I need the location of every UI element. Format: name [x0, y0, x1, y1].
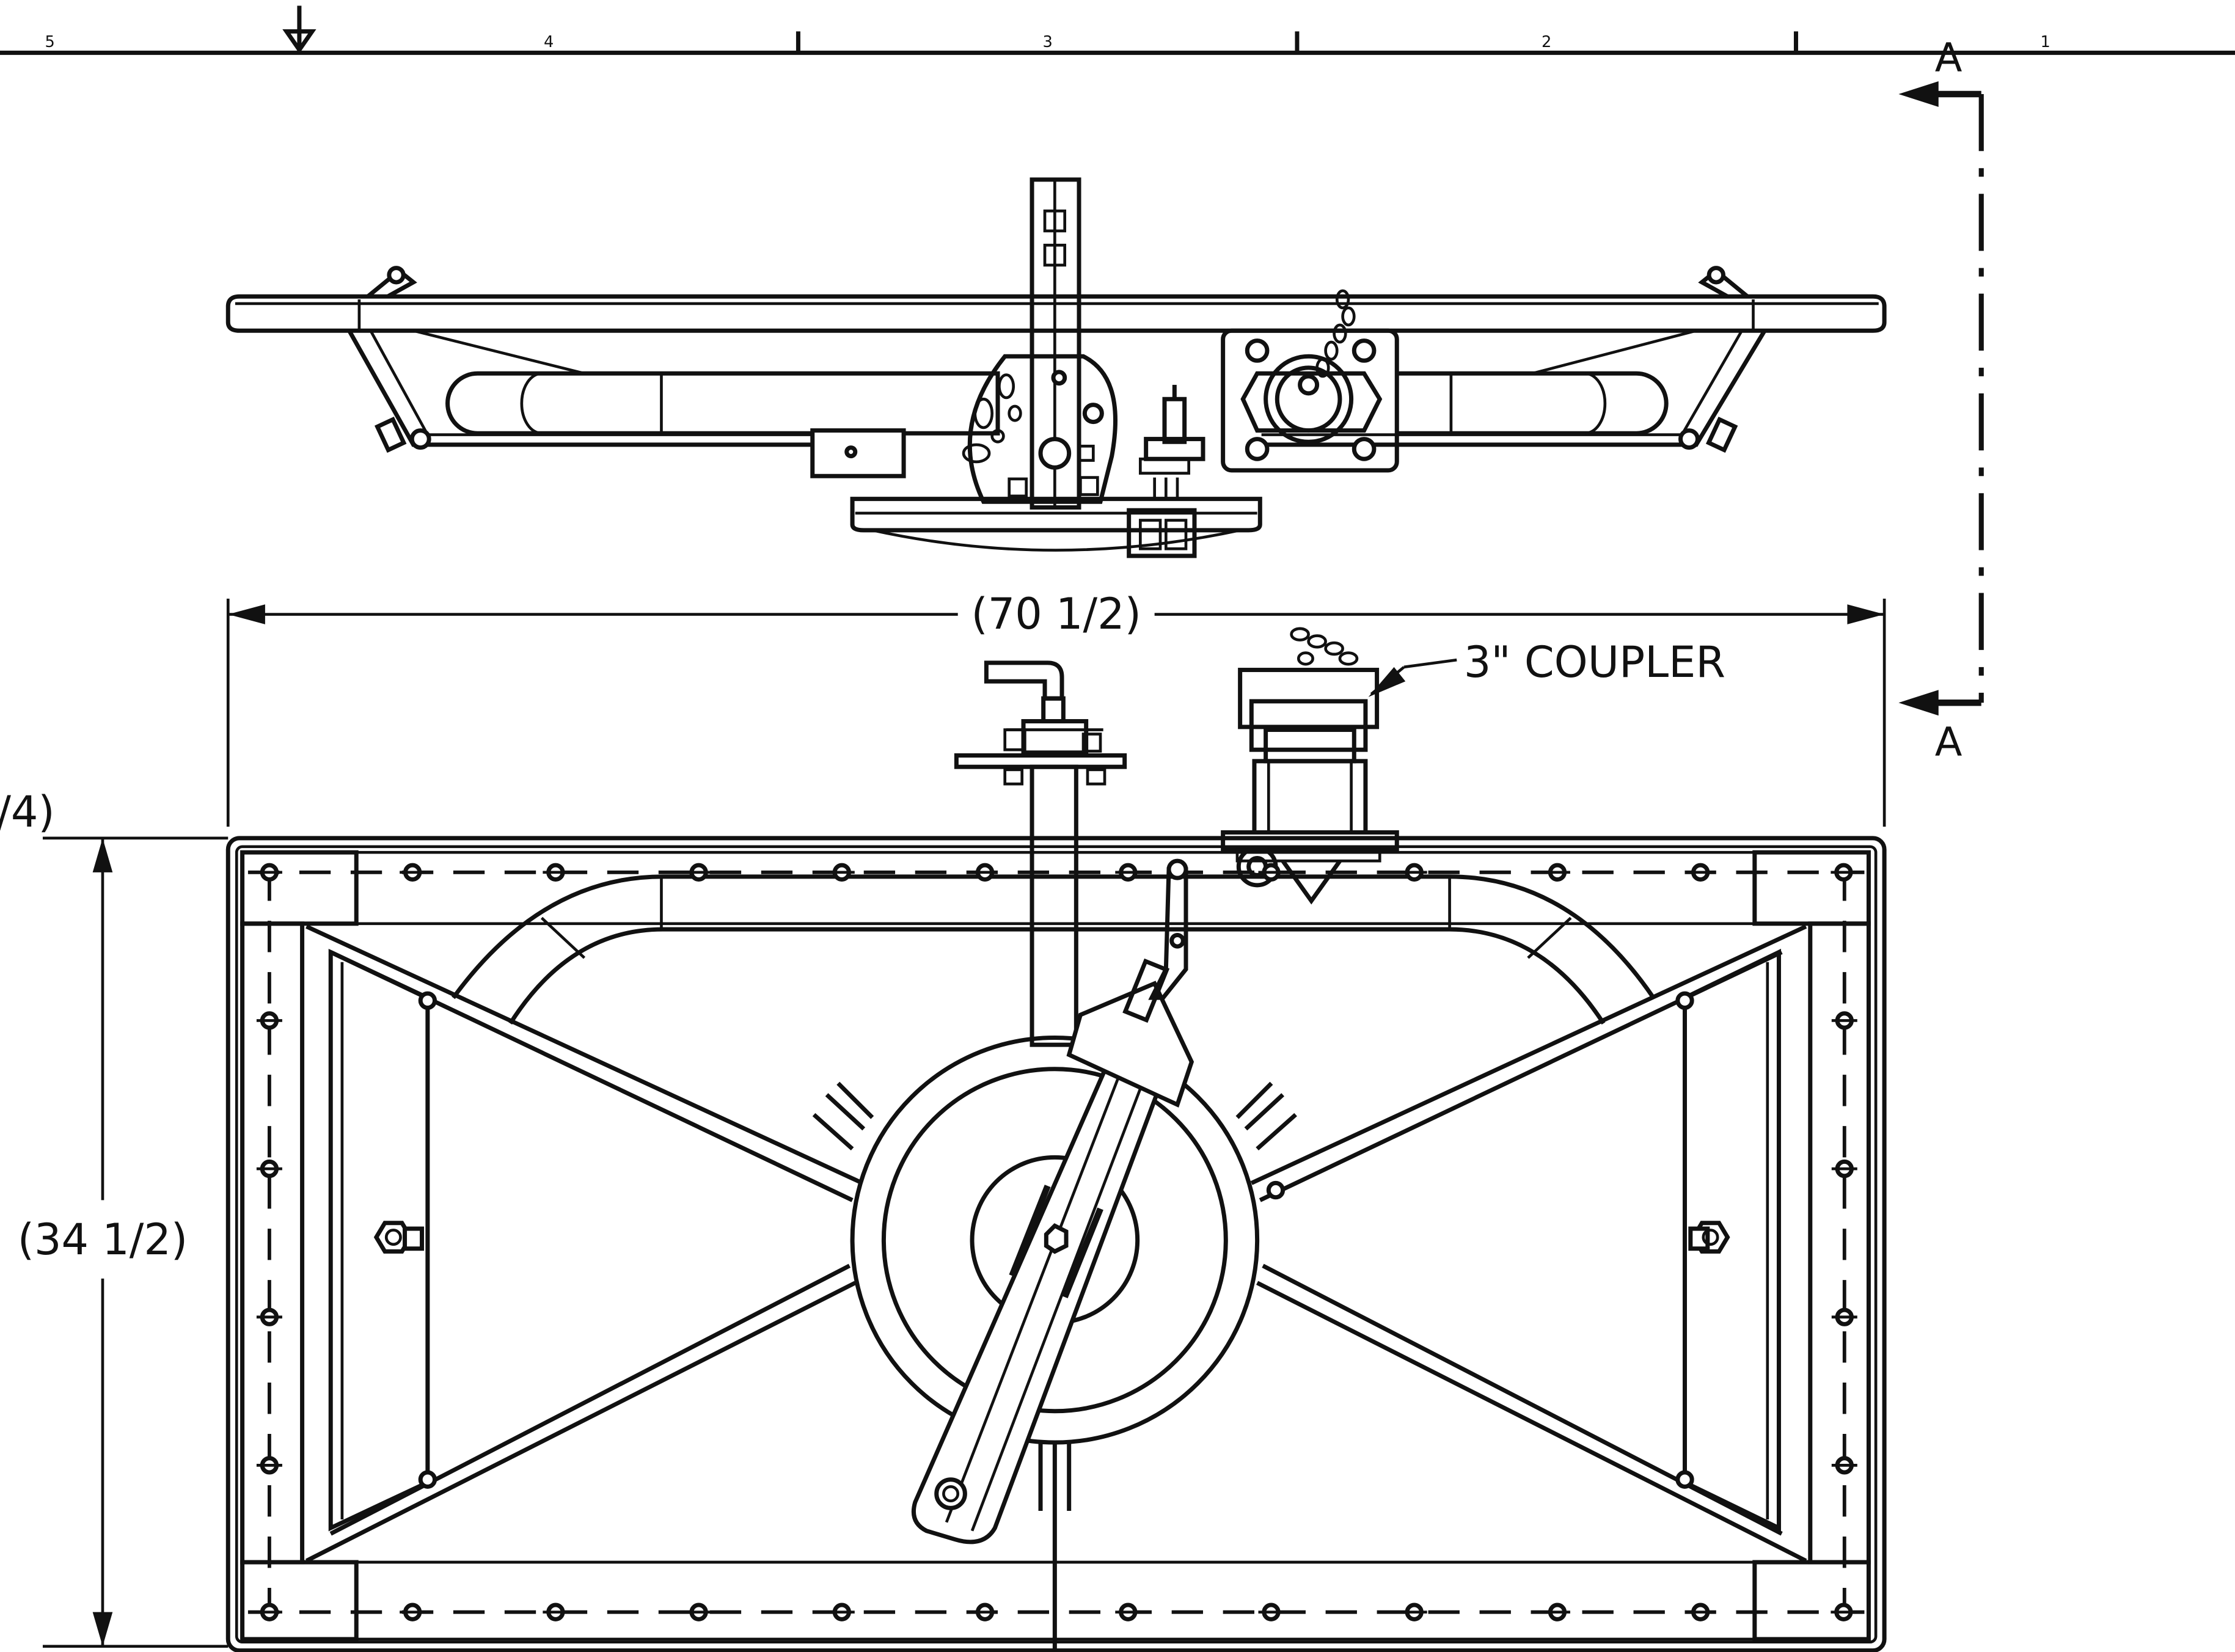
- reel-hub-nut-icon: [1044, 1223, 1069, 1254]
- elevation-view: [225, 177, 1887, 558]
- plan-coupler-chain: [1290, 627, 1359, 666]
- coupler-chain: [1315, 289, 1356, 378]
- dimension-depth-label: (34 1/2): [18, 1215, 188, 1265]
- zone-number-1: 1: [2041, 33, 2050, 51]
- section-arrow-bottom-icon: [1898, 690, 1939, 716]
- plan-view: [225, 627, 1887, 1652]
- zone-number-4: 4: [544, 33, 554, 51]
- dimension-arrow-left-icon: [228, 604, 265, 624]
- section-line-a-a: A A: [1898, 35, 1984, 766]
- reel-bracket-lines: [812, 1081, 1297, 1651]
- datum-triangle-icon: [282, 5, 316, 54]
- dimension-width-label: (70 1/2): [971, 589, 1141, 639]
- section-arrow-top-icon: [1898, 81, 1939, 107]
- dimension-arrow-up-icon: [92, 838, 113, 872]
- zone-number-2: 2: [1542, 33, 1551, 51]
- frame-bolt-holes: [256, 863, 1857, 1621]
- dimension-arrow-down-icon: [92, 1612, 113, 1647]
- dimension-arrow-right-icon: [1847, 604, 1885, 624]
- coupler-callout-label: 3" COUPLER: [1464, 637, 1725, 687]
- right-fitting-icon: [1688, 1221, 1730, 1254]
- zone-number-3: 3: [1043, 33, 1053, 51]
- left-fitting-icon: [373, 1221, 425, 1254]
- coupler-callout: 3" COUPLER: [1368, 637, 1725, 697]
- zone-number-5: 5: [45, 33, 54, 51]
- dimension-depth: (34 1/2) /4): [0, 787, 229, 1648]
- dimension-cropped-label: /4): [0, 787, 55, 837]
- section-label-bottom: A: [1935, 719, 1962, 766]
- dimension-width: (70 1/2): [226, 589, 1886, 827]
- section-label-top: A: [1935, 35, 1962, 81]
- drawing-border: 5 4 3 2 1: [0, 5, 2235, 55]
